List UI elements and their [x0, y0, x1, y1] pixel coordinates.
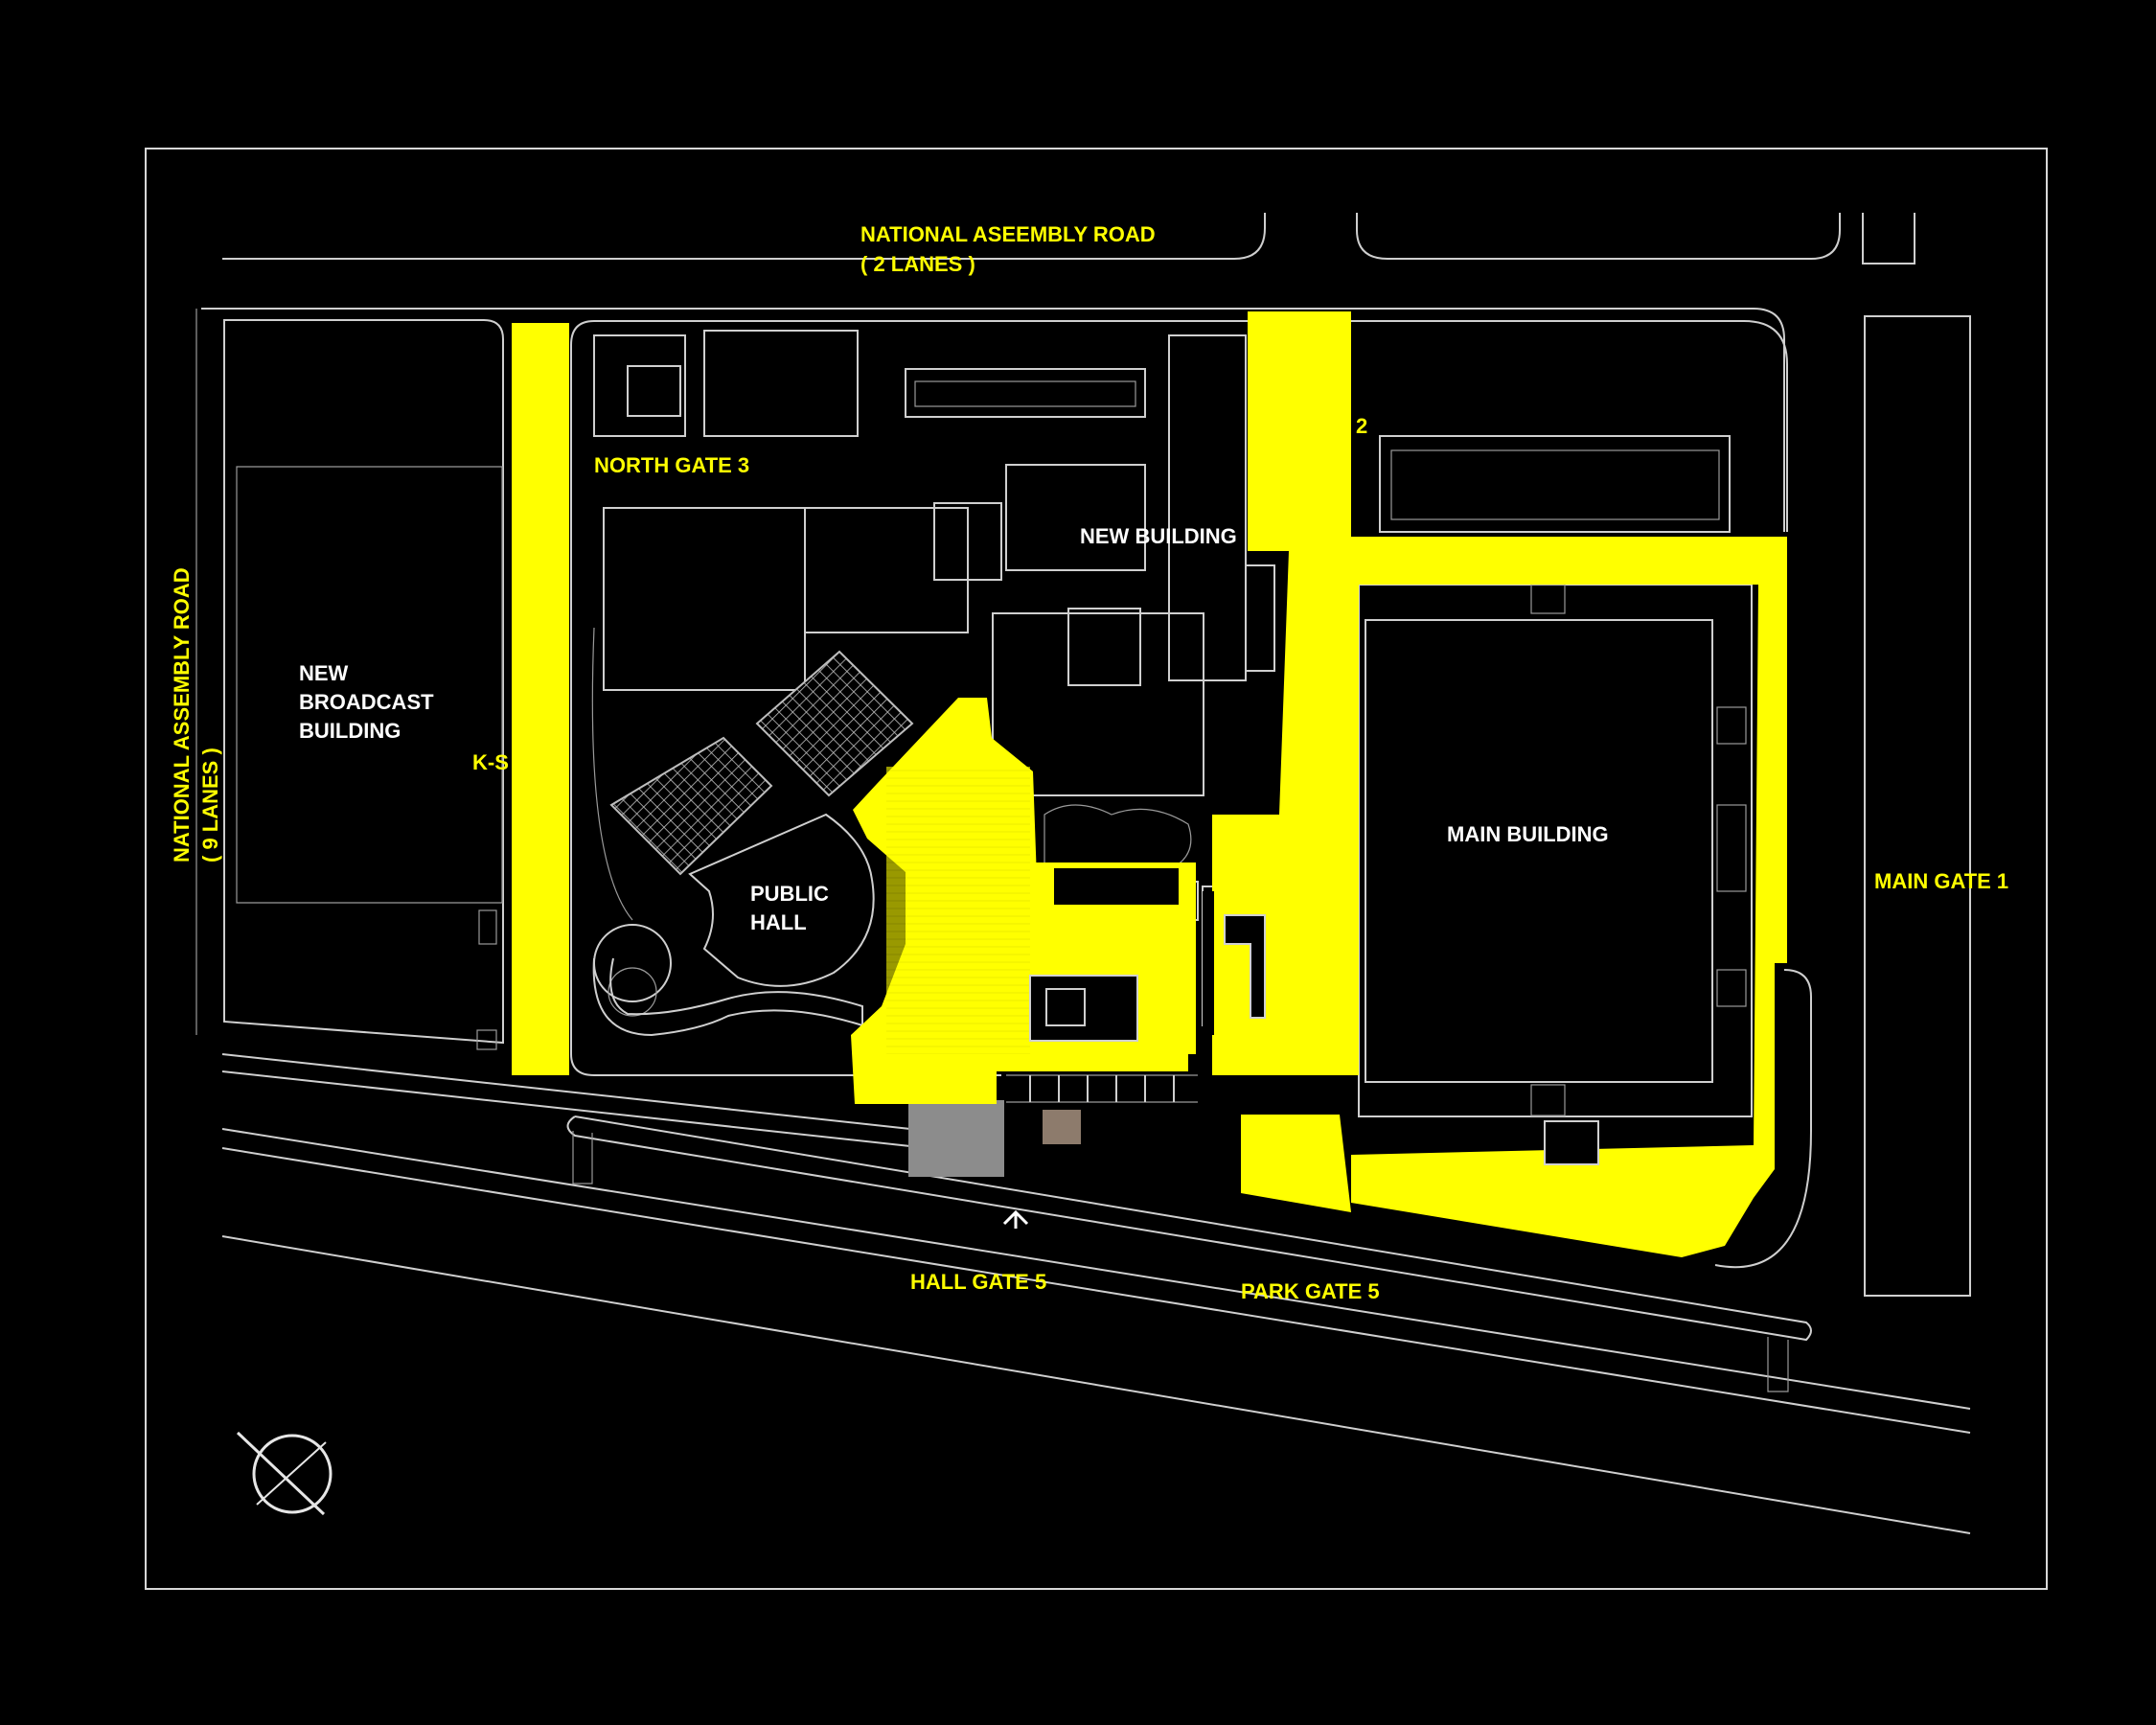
paving-swatch: [1043, 1110, 1081, 1144]
entrance-arrow-icon: [1002, 1209, 1029, 1229]
public-hall-label-2: HALL: [750, 910, 807, 934]
planter-cutout: [1224, 914, 1266, 1019]
broadcast-building-label-1: NEW: [299, 661, 349, 685]
east-road-lines: [1714, 315, 1971, 1297]
park-building-cutout: [1544, 1120, 1599, 1165]
site-boundary: [570, 320, 1788, 1076]
north-gate-label: NORTH GATE 3: [594, 453, 749, 477]
broadcast-building-label-2: BROADCAST: [299, 690, 434, 714]
hatched-roof-north: [755, 650, 914, 797]
plaza-stripes: [886, 767, 1030, 1054]
main-building-block: [1358, 584, 1753, 1117]
hall-gate-label: HALL GATE 5: [910, 1270, 1046, 1294]
courtyard-landscape: [1044, 804, 1192, 868]
plaza-cutouts: [1029, 868, 1599, 1165]
north-road-lanes: ( 2 LANES ): [860, 252, 975, 276]
gate-bollards: [1006, 1074, 1198, 1103]
map-frame: [145, 148, 2048, 1590]
east-ring-zone: [1212, 537, 1787, 1257]
rotunda-inner: [608, 967, 657, 1017]
north-arrow-compass-icon: [236, 1431, 333, 1516]
north-road-lines: [201, 213, 1915, 532]
plaza-opening: [1054, 868, 1179, 905]
gate-2-label: 2: [1356, 414, 1367, 438]
gate-2-zone: [1248, 311, 1351, 551]
new-building-label: NEW BUILDING: [1080, 524, 1237, 548]
hall-gate-paving: [908, 1100, 1004, 1177]
park-gate-label: PARK GATE 5: [1241, 1279, 1380, 1303]
west-road-lines: [195, 309, 504, 1050]
public-hall-outline: [688, 813, 875, 987]
k-street-zone: [512, 323, 569, 1075]
west-road-lanes: ( 9 LANES ): [198, 748, 222, 862]
pavilion-inner: [1045, 988, 1086, 1026]
west-road-name: NATIONAL ASSEMBLY ROAD: [170, 567, 194, 862]
main-building-label: MAIN BUILDING: [1447, 822, 1609, 846]
courtyard-planter-cutout: [1203, 891, 1214, 1035]
broadcast-building-label-3: BUILDING: [299, 719, 401, 743]
main-gate-label: MAIN GATE 1: [1874, 869, 2008, 893]
hatched-roof-south: [609, 736, 773, 876]
north-road-name: NATIONAL ASEEMBLY ROAD: [860, 222, 1156, 246]
south-road-lines: [221, 1053, 1971, 1534]
park-gate-zone: [1241, 1115, 1351, 1212]
public-hall-label-1: PUBLIC: [750, 882, 829, 906]
k-street-label: K-S: [472, 750, 509, 774]
north-cluster-buildings: [591, 330, 1731, 921]
rotunda-outer: [593, 924, 672, 1002]
